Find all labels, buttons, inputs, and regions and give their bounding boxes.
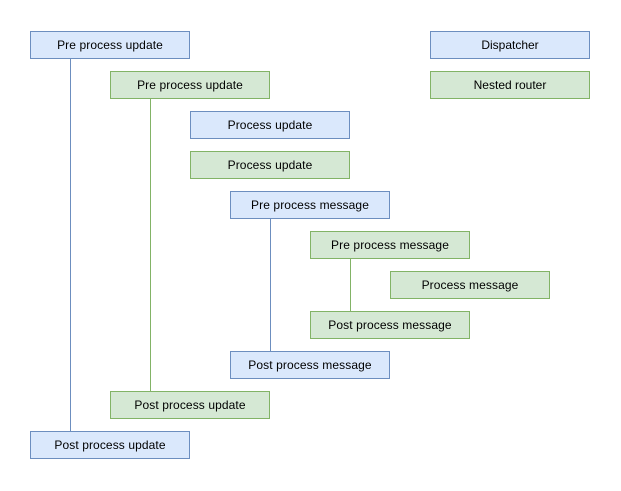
connector-n2-to-n10 xyxy=(150,99,151,391)
connector-n5-to-n9 xyxy=(270,219,271,351)
node-pre-process-message-n6[interactable]: Pre process message xyxy=(310,231,470,259)
node-post-process-update-n10[interactable]: Post process update xyxy=(110,391,270,419)
legend-item-dispatcher[interactable]: Dispatcher xyxy=(430,31,590,59)
node-post-process-message-n8[interactable]: Post process message xyxy=(310,311,470,339)
connector-n6-to-n8 xyxy=(350,259,351,311)
node-pre-process-update-n1[interactable]: Pre process update xyxy=(30,31,190,59)
connector-n1-to-n11 xyxy=(70,59,71,431)
node-process-update-n3[interactable]: Process update xyxy=(190,111,350,139)
node-process-message-n7[interactable]: Process message xyxy=(390,271,550,299)
node-post-process-message-n9[interactable]: Post process message xyxy=(230,351,390,379)
node-pre-process-update-n2[interactable]: Pre process update xyxy=(110,71,270,99)
node-process-update-n4[interactable]: Process update xyxy=(190,151,350,179)
legend-item-nested-router[interactable]: Nested router xyxy=(430,71,590,99)
node-pre-process-message-n5[interactable]: Pre process message xyxy=(230,191,390,219)
node-post-process-update-n11[interactable]: Post process update xyxy=(30,431,190,459)
